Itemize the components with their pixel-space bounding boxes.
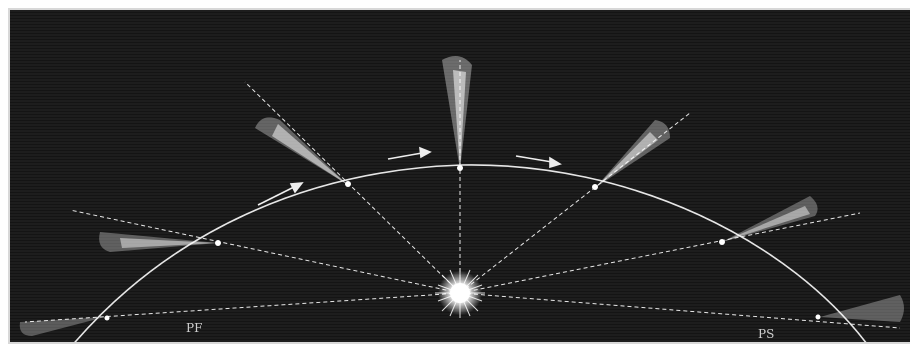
comet-head-right	[719, 239, 725, 245]
comet-orbit-engraving: PF PS	[10, 10, 910, 342]
comet-head-top	[457, 165, 463, 171]
signature-left: PF	[186, 321, 202, 335]
comet-head-lower-right	[816, 315, 821, 320]
signature-right: PS	[758, 327, 774, 341]
sun	[435, 268, 485, 318]
comet-head-lower-left	[105, 316, 110, 321]
comet-head-left	[215, 240, 221, 246]
comet-orbit-diagram: PF PS	[10, 10, 910, 342]
comet-head-upper-left	[345, 181, 351, 187]
sun-disc	[450, 283, 470, 303]
comet-head-upper-right	[592, 184, 598, 190]
